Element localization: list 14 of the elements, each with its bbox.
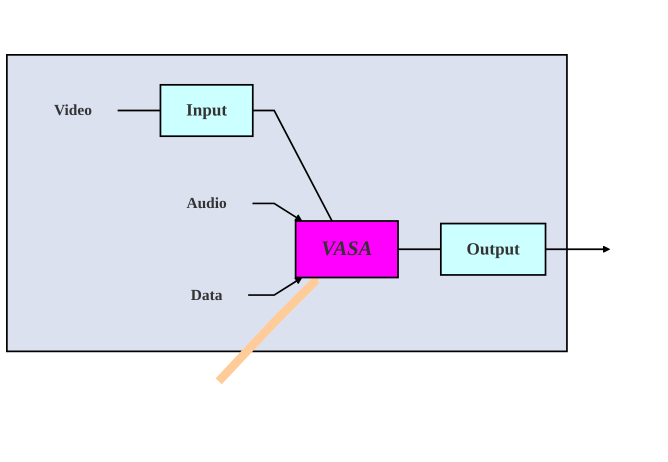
node-text: Audio bbox=[186, 194, 227, 212]
connector bbox=[118, 110, 160, 112]
arrow bbox=[252, 202, 302, 222]
cluster bbox=[6, 54, 568, 352]
arrow bbox=[248, 277, 302, 296]
node-box: Output bbox=[440, 222, 546, 276]
node-box: Input bbox=[160, 84, 254, 138]
connector bbox=[398, 248, 441, 250]
connector bbox=[252, 110, 333, 222]
arrow bbox=[546, 246, 610, 254]
arrow bbox=[216, 276, 320, 384]
node-box: VASA bbox=[294, 220, 399, 278]
node-text: Data bbox=[190, 286, 222, 304]
node-text: Video bbox=[54, 102, 92, 119]
